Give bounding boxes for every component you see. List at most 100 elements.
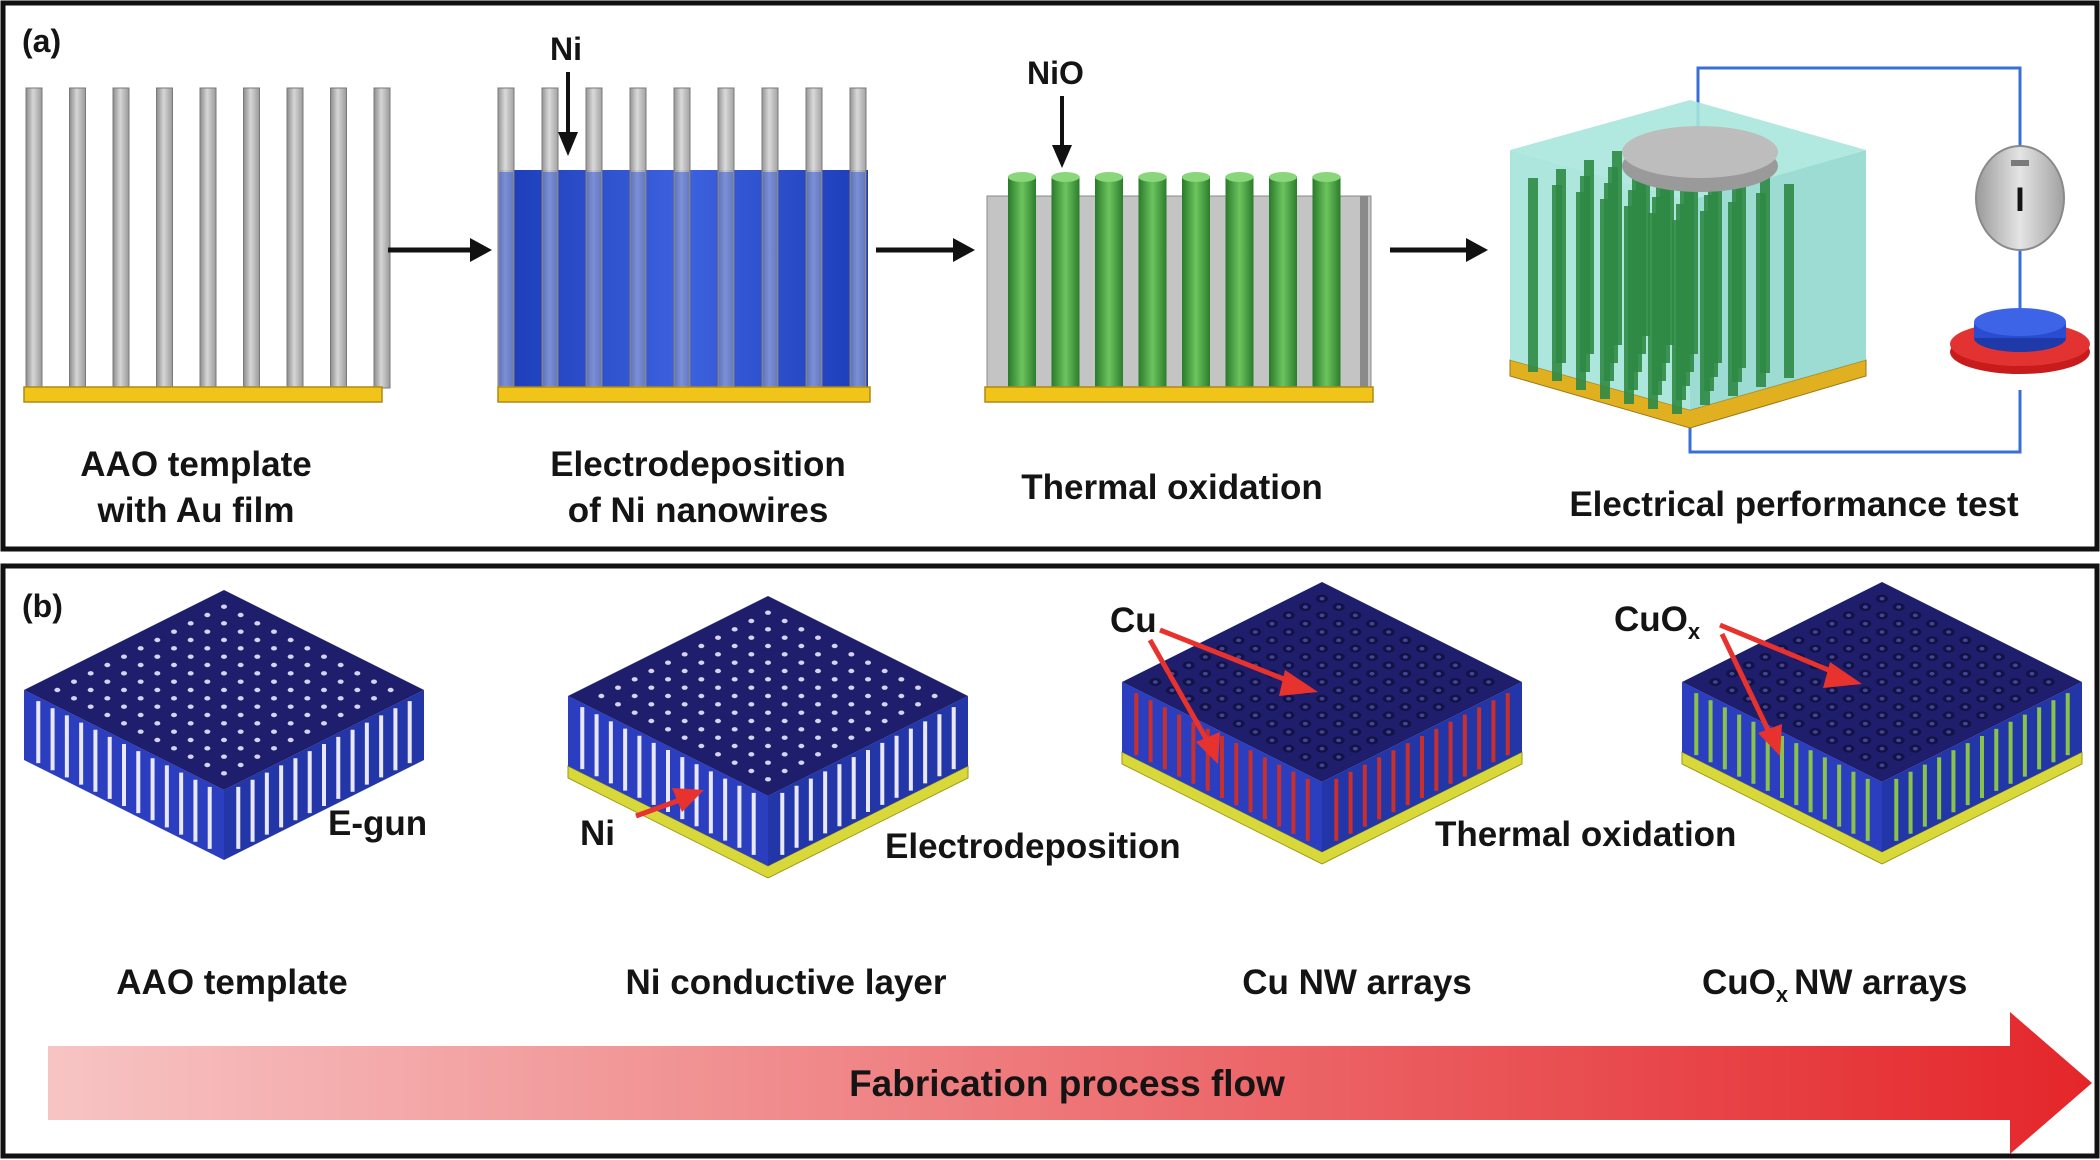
top-pore-core xyxy=(1762,655,1768,659)
top-pore-core xyxy=(1779,680,1785,684)
top-pore-core xyxy=(1386,730,1392,734)
top-pore-core xyxy=(1402,721,1408,726)
top-pore xyxy=(287,721,294,726)
top-pore xyxy=(237,696,244,701)
top-pore-core xyxy=(1879,713,1885,718)
top-pore-core xyxy=(1779,663,1785,668)
top-pore xyxy=(254,671,261,676)
top-pore xyxy=(354,687,361,693)
top-pore-core xyxy=(1186,663,1192,668)
panel-a-tag: (a) xyxy=(22,23,61,59)
top-pore xyxy=(598,693,605,699)
top-pore xyxy=(254,687,261,693)
top-pore-core xyxy=(1352,613,1358,618)
top-pore-core xyxy=(1152,680,1158,684)
top-pore-core xyxy=(1269,738,1275,743)
top-pore-core xyxy=(1286,613,1292,618)
top-pore-core xyxy=(1979,696,1985,701)
top-pore-core xyxy=(1779,713,1785,718)
top-pore xyxy=(748,685,755,690)
top-pore-core xyxy=(1302,621,1308,626)
top-pore-core xyxy=(1352,663,1358,668)
top-pore xyxy=(781,768,788,774)
top-pore-core xyxy=(1979,680,1985,684)
top-pore xyxy=(848,668,855,674)
top-pore xyxy=(748,752,755,757)
top-pore xyxy=(187,654,194,659)
top-pore xyxy=(748,702,755,707)
step-caption-3: Thermal oxidation xyxy=(1021,468,1322,507)
top-pore-core xyxy=(1979,646,1985,651)
step-arrow-2 xyxy=(876,238,975,262)
top-pore-core xyxy=(1386,713,1392,718)
aao-remnant xyxy=(986,195,1372,389)
top-pore xyxy=(848,718,855,724)
top-pore xyxy=(337,712,344,718)
top-pore-core xyxy=(1319,630,1325,634)
aao-pore xyxy=(69,87,86,389)
cube-nanowire xyxy=(1612,151,1622,345)
top-pore-core xyxy=(1402,655,1408,659)
top-pore xyxy=(237,629,244,634)
process-flow-label: Fabrication process flow xyxy=(849,1063,1285,1104)
top-pore-core xyxy=(1846,730,1852,734)
top-pore-core xyxy=(1186,680,1192,684)
top-pore-core xyxy=(1452,696,1458,701)
electrodeposition-label: Electrodeposition xyxy=(885,827,1181,866)
stage-label-cu: Cu NW arrays xyxy=(1242,963,1472,1002)
top-pore-core xyxy=(1929,638,1935,643)
top-pore-core xyxy=(1829,705,1835,709)
top-pore-core xyxy=(1219,696,1225,701)
top-pore xyxy=(221,671,227,676)
aao-pore xyxy=(286,87,304,389)
top-pore-core xyxy=(1269,688,1275,693)
top-pore xyxy=(748,652,755,657)
top-pore-core xyxy=(1302,638,1308,643)
top-pore-core xyxy=(1252,730,1258,734)
nio-nanowire-top xyxy=(1182,172,1210,182)
top-pore xyxy=(337,662,344,668)
top-pore-core xyxy=(1319,713,1325,718)
top-pore-core xyxy=(1812,680,1818,684)
top-pore-core xyxy=(1486,680,1492,684)
top-pore-core xyxy=(1846,746,1852,751)
top-pore xyxy=(931,693,938,699)
top-pore-core xyxy=(1469,671,1475,676)
top-pore xyxy=(698,727,705,732)
top-pore xyxy=(915,685,921,690)
top-pore-core xyxy=(1946,630,1952,634)
top-pore-core xyxy=(1352,646,1358,651)
top-pore xyxy=(237,612,244,618)
top-pore-core xyxy=(1219,646,1225,651)
top-pore-core xyxy=(1236,638,1242,643)
top-pore-core xyxy=(1996,705,2002,709)
cube-nanowire xyxy=(1712,163,1722,363)
top-pore xyxy=(765,610,771,615)
top-pore-core xyxy=(1946,680,1952,684)
ni-nanowire xyxy=(587,172,601,386)
top-pore xyxy=(765,677,771,682)
top-pore xyxy=(187,687,194,693)
top-pore xyxy=(681,702,688,707)
top-pore xyxy=(287,637,294,643)
top-pore-core xyxy=(1369,638,1375,643)
top-pore-core xyxy=(1812,630,1818,634)
top-pore xyxy=(815,668,821,674)
top-pore-core xyxy=(1846,696,1852,701)
top-pore-core xyxy=(1186,696,1192,701)
top-pore-core xyxy=(1729,671,1735,676)
top-pore-core xyxy=(1469,688,1475,693)
top-pore-core xyxy=(1352,630,1358,634)
top-pore xyxy=(221,771,227,776)
top-pore-core xyxy=(1352,680,1358,684)
top-pore xyxy=(204,612,211,618)
top-pore-core xyxy=(1336,655,1342,659)
top-pore-core xyxy=(1352,730,1358,734)
top-pore xyxy=(221,737,227,743)
top-pore xyxy=(698,677,705,682)
top-pore-core xyxy=(1336,605,1342,609)
ni-nanowire xyxy=(763,172,777,386)
step-arrow-3 xyxy=(1390,238,1488,262)
top-pore xyxy=(221,687,227,693)
